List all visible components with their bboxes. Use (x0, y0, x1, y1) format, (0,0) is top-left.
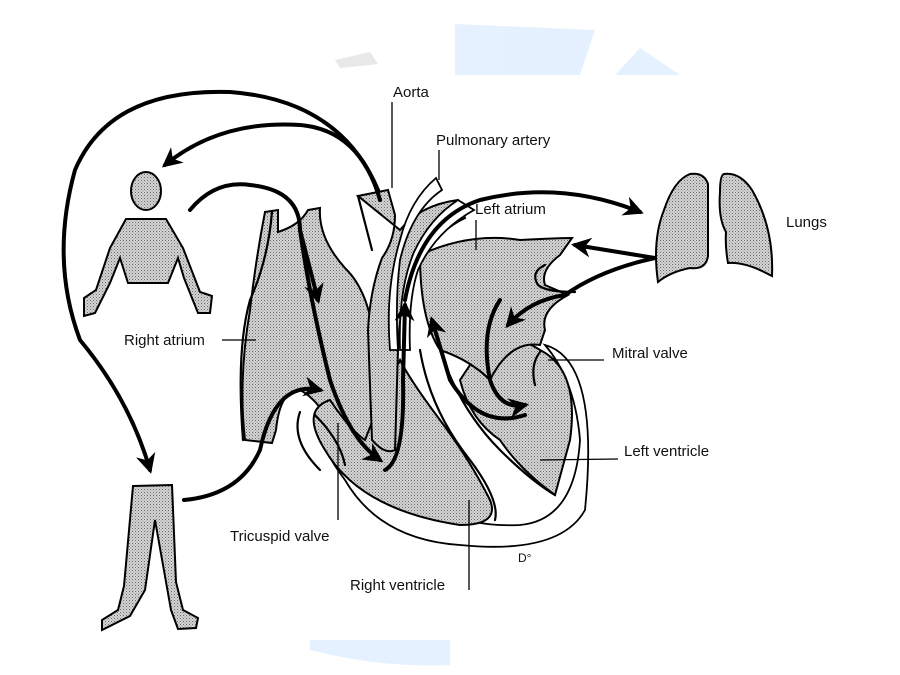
label-mitral-valve: Mitral valve (612, 345, 688, 362)
label-right-ventricle: Right ventricle (350, 577, 445, 594)
flow-vena-cava-down (298, 228, 384, 463)
label-leaders (222, 102, 619, 590)
label-left-ventricle: Left ventricle (624, 443, 709, 460)
upper-body-figure (83, 171, 214, 318)
label-tricuspid-valve: Tricuspid valve (230, 528, 329, 545)
flow-la-to-lv (484, 298, 529, 418)
flow-rv-to-pulmonary (383, 301, 415, 472)
blood-flow-arrows (61, 89, 657, 502)
flow-lungs-to-left-atrium-2 (505, 256, 657, 329)
heart-figure (239, 176, 590, 548)
flow-lower-body-to-heart (182, 376, 324, 502)
flow-upper-body-to-heart (188, 182, 324, 304)
flow-lungs-to-left-atrium (571, 237, 657, 260)
label-lungs: Lungs (786, 214, 827, 231)
artist-signature: D° (518, 551, 532, 565)
label-aorta: Aorta (393, 84, 430, 101)
label-pulmonary-artery: Pulmonary artery (436, 132, 551, 149)
lungs-figure (655, 172, 774, 284)
lower-body-figure (101, 483, 200, 632)
flow-aorta-to-lower-body (61, 89, 380, 474)
label-right-atrium: Right atrium (124, 332, 205, 349)
flow-lv-to-aorta (427, 316, 527, 421)
label-left-atrium: Left atrium (475, 201, 546, 218)
flow-pulmonary-to-lungs (403, 190, 644, 302)
watermark (310, 24, 680, 666)
